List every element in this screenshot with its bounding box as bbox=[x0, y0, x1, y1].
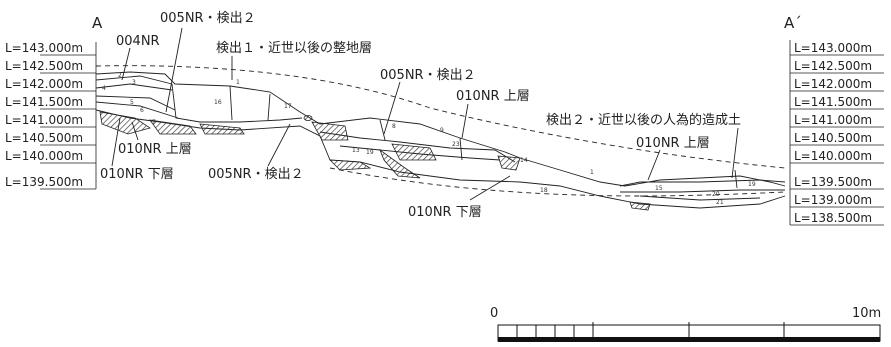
left-level: L=139.500m bbox=[5, 175, 83, 189]
section-label-a: A bbox=[92, 14, 103, 32]
layer-number: 23 bbox=[452, 141, 460, 148]
label-004nr: 004NR bbox=[116, 34, 160, 49]
left-level: L=140.000m bbox=[5, 149, 83, 163]
label-010nr-upper-left: 010NR 上層 bbox=[118, 142, 192, 157]
label-005nr-bottom: 005NR・検出２ bbox=[208, 167, 304, 182]
dashed-reference-line bbox=[95, 65, 786, 169]
label-kenshutsu2-right: 検出２・近世以後の人為的造成土 bbox=[546, 112, 741, 128]
layer-number: 19 bbox=[366, 149, 374, 156]
left-level: L=140.500m bbox=[5, 131, 83, 145]
right-level: L=140.500m bbox=[794, 131, 872, 145]
right-level: L=140.000m bbox=[794, 149, 872, 163]
label-005nr-mid: 005NR・検出２ bbox=[380, 68, 476, 83]
leader-lines bbox=[111, 27, 739, 201]
layer-number: 2 bbox=[118, 72, 122, 79]
dashed-lower-line bbox=[329, 167, 786, 197]
scale-start-label: 0 bbox=[490, 306, 498, 321]
layer-number: 5 bbox=[130, 99, 134, 106]
left-level: L=143.000m bbox=[5, 41, 83, 55]
left-level: L=142.000m bbox=[5, 77, 83, 91]
layer-number: 3 bbox=[132, 79, 136, 86]
layer-number: 8 bbox=[392, 123, 396, 130]
right-level: L=142.000m bbox=[794, 77, 872, 91]
layer-number: 15 bbox=[655, 185, 663, 192]
right-level: L=141.000m bbox=[794, 113, 872, 127]
layer-number: 13 bbox=[352, 147, 360, 154]
layer-number: 1 bbox=[590, 169, 594, 176]
layer-number: 9 bbox=[440, 127, 444, 134]
left-level: L=141.000m bbox=[5, 113, 83, 127]
label-kenshutsu1: 検出１・近世以後の整地層 bbox=[216, 41, 372, 56]
right-elevation-scale: L=143.000m L=142.500m L=142.000m L=141.5… bbox=[789, 40, 884, 226]
layer-number: 16 bbox=[214, 99, 222, 106]
right-level: L=141.500m bbox=[794, 95, 872, 109]
right-level: L=143.000m bbox=[794, 41, 872, 55]
layer-number: 1 bbox=[236, 79, 240, 86]
label-010nr-upper-mid: 010NR 上層 bbox=[456, 89, 530, 104]
layer-number: 17 bbox=[284, 103, 292, 110]
left-level: L=141.500m bbox=[5, 95, 83, 109]
layer-number: 14 bbox=[520, 157, 528, 164]
layer-number: 20 bbox=[712, 191, 720, 198]
label-010nr-upper-right: 010NR 上層 bbox=[636, 136, 710, 151]
layer-numbers: 2 3 4 5 6 7 1 16 17 8 9 13 19 23 14 1 18… bbox=[102, 72, 756, 206]
left-level: L=142.500m bbox=[5, 59, 83, 73]
layer-number: 4 bbox=[102, 85, 106, 92]
layer-number: 19 bbox=[748, 181, 756, 188]
right-level: L=138.500m bbox=[794, 211, 872, 225]
right-level: L=139.000m bbox=[794, 193, 872, 207]
right-level: L=142.500m bbox=[794, 59, 872, 73]
layer-number: 7 bbox=[152, 119, 156, 126]
scale-bar: 0 10m bbox=[490, 306, 881, 342]
left-elevation-scale: L=143.000m L=142.500m L=142.000m L=141.5… bbox=[5, 41, 97, 190]
label-010nr-lower-left: 010NR 下層 bbox=[100, 167, 174, 182]
right-level: L=139.500m bbox=[794, 175, 872, 189]
layer-number: 18 bbox=[540, 187, 548, 194]
layer-number: 21 bbox=[716, 199, 724, 206]
hatched-deposits bbox=[99, 111, 651, 211]
layer-number: 6 bbox=[140, 107, 144, 114]
label-010nr-lower-bottom: 010NR 下層 bbox=[408, 205, 482, 220]
label-005nr-top: 005NR・検出２ bbox=[160, 11, 256, 26]
scale-end-label: 10m bbox=[852, 306, 881, 321]
section-label-a-prime: A´ bbox=[784, 14, 802, 32]
